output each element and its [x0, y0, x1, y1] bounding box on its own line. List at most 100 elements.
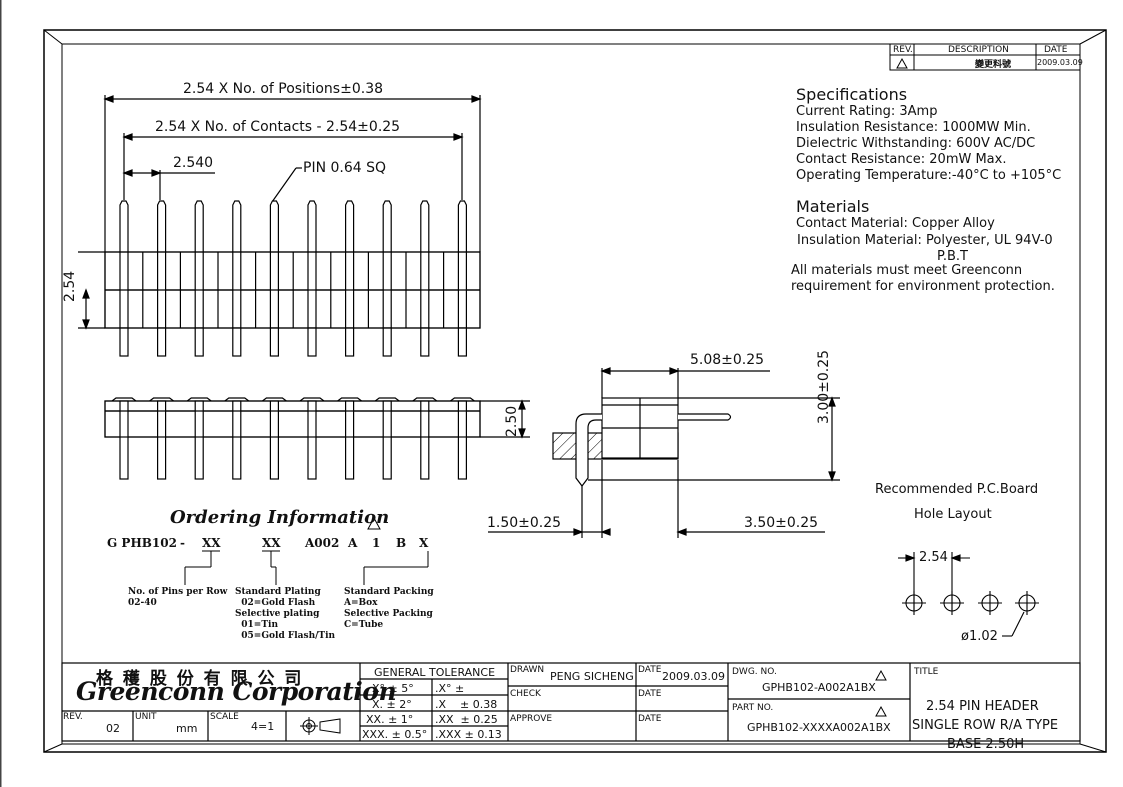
- rev-header-date: DATE: [1044, 45, 1068, 55]
- rev-header-rev: REV.: [893, 45, 913, 55]
- tol-linear-1: .X° ±: [435, 682, 465, 695]
- ordering-leaders: [184, 550, 429, 585]
- rev-value: 02: [106, 722, 120, 735]
- pin-top: [382, 200, 392, 252]
- dim-pin-size: PIN 0.64 SQ: [303, 160, 387, 176]
- order-code-dash: -: [180, 536, 185, 550]
- pin-tail: [119, 327, 129, 357]
- top-view-pins: [104, 200, 481, 357]
- pin-tail: [232, 327, 242, 357]
- front-pin-cap: [224, 397, 250, 402]
- check-label: CHECK: [510, 689, 541, 699]
- revision-block-grid: [889, 43, 1081, 71]
- tol-angle-1: X° ± 5°: [372, 682, 414, 695]
- front-pin-cap: [111, 397, 137, 402]
- date-label-approve: DATE: [638, 714, 662, 724]
- ordering-triangle-icon: [367, 516, 381, 530]
- tol-linear-4: .XXX ± 0.13: [435, 728, 502, 741]
- front-pin: [345, 400, 355, 480]
- front-housing-outline: [104, 400, 481, 438]
- front-pin-cap: [450, 397, 475, 402]
- inner-border: [61, 43, 1081, 745]
- spec-dielectric: Dielectric Withstanding: 600V AC/DC: [796, 136, 1036, 151]
- company-chinese-name: 格 穫 股 份 有 限 公 司: [96, 669, 304, 689]
- order-code-x: X: [419, 536, 429, 550]
- scale-label: SCALE: [210, 712, 239, 722]
- materials-note-2: requirement for environment protection.: [791, 279, 1055, 294]
- order-col2-line1: Standard Plating: [235, 587, 321, 597]
- tol-angle-4: XXX. ± 0.5°: [362, 728, 428, 741]
- date-label-drawn: DATE: [638, 665, 662, 675]
- order-col1-line1: No. of Pins per Row: [128, 587, 228, 597]
- pin-tail: [194, 327, 204, 357]
- spec-insulation-resistance: Insulation Resistance: 1000MW Min.: [796, 120, 1031, 135]
- order-code-a002: A002: [305, 536, 340, 550]
- order-col3-line3: Selective Packing: [344, 609, 433, 619]
- order-col3-line4: C=Tube: [344, 620, 384, 630]
- title-line-2: SINGLE ROW R/A TYPE: [912, 718, 1059, 733]
- pin-top: [157, 200, 167, 252]
- spec-contact-resistance: Contact Resistance: 20mW Max.: [796, 152, 1007, 167]
- company-logo-name: Greenconn Corporation: [76, 677, 397, 706]
- tol-linear-2: .X ± 0.38: [435, 698, 498, 711]
- dim-body-height: 2.50: [504, 405, 520, 437]
- front-pin: [307, 400, 317, 480]
- dim-side-width: 5.08±0.25: [690, 352, 765, 368]
- pin-top: [345, 200, 355, 252]
- front-pin-cap: [412, 397, 438, 402]
- dwg-label: DWG. NO.: [732, 667, 777, 677]
- materials-note-1: All materials must meet Greenconn: [791, 263, 1023, 278]
- drawn-label: DRAWN: [510, 665, 545, 675]
- approve-label: APPROVE: [510, 714, 553, 724]
- date-label-check: DATE: [638, 689, 662, 699]
- revision-triangle-icon: [896, 57, 908, 69]
- drawn-value: PENG SICHENG: [550, 670, 634, 683]
- pcb-title-1: Recommended P.C.Board: [875, 482, 1039, 497]
- order-code-b: B: [396, 536, 407, 550]
- front-pin-cap: [149, 397, 174, 402]
- material-pbt: P.B.T: [937, 249, 968, 264]
- tol-angle-2: X. ± 2°: [372, 698, 412, 711]
- front-pin-cap: [337, 397, 362, 402]
- rev-label: REV.: [63, 712, 83, 722]
- pin-tail: [457, 327, 467, 357]
- pin-top: [307, 200, 317, 252]
- front-pin-cap: [262, 397, 287, 402]
- pin-top: [269, 200, 279, 252]
- rev-header-description: DESCRIPTION: [948, 45, 1009, 55]
- scale-value: 4=1: [251, 720, 275, 733]
- side-view: [488, 367, 840, 538]
- pcb-hole-diameter: ø1.02: [961, 629, 998, 644]
- pcb-title-2: Hole Layout: [914, 507, 992, 522]
- pin-tail: [269, 327, 279, 357]
- materials-heading: Materials: [796, 197, 870, 216]
- spec-current-rating: Current Rating: 3Amp: [796, 104, 938, 119]
- pin-top: [420, 200, 430, 252]
- front-pin: [232, 400, 242, 480]
- outer-border: [43, 29, 1107, 753]
- front-pin: [382, 400, 392, 480]
- part-value: GPHB102-XXXXA002A1BX: [747, 721, 891, 734]
- rev-date: 2009.03.09: [1037, 58, 1083, 67]
- title-line-1: 2.54 PIN HEADER: [926, 699, 1039, 714]
- pin-top: [457, 200, 467, 252]
- dim-contacts: 2.54 X No. of Contacts - 2.54±0.25: [155, 119, 401, 135]
- front-pin: [194, 400, 204, 480]
- order-col2-line3: Selective plating: [235, 609, 320, 619]
- front-pin: [119, 400, 129, 480]
- dwg-triangle-icon: [875, 669, 887, 681]
- order-col2-line5: 05=Gold Flash/Tin: [235, 631, 336, 641]
- pin-top: [119, 200, 129, 252]
- dwg-value: GPHB102-A002A1BX: [762, 681, 876, 694]
- order-col2-line2: 02=Gold Flash: [235, 598, 316, 608]
- order-col2-line4: 01=Tin: [235, 620, 278, 630]
- projection-symbol-icon: [300, 717, 341, 735]
- title-label: TITLE: [914, 667, 939, 677]
- order-code-plating: XX: [262, 536, 281, 550]
- spec-operating-temperature: Operating Temperature:-40°C to +105°C: [796, 168, 1062, 183]
- order-code-series: G PHB102: [107, 536, 177, 550]
- order-code-1: 1: [372, 536, 381, 550]
- specifications-heading: Specifications: [796, 85, 908, 104]
- tol-angle-3: XX. ± 1°: [366, 713, 414, 726]
